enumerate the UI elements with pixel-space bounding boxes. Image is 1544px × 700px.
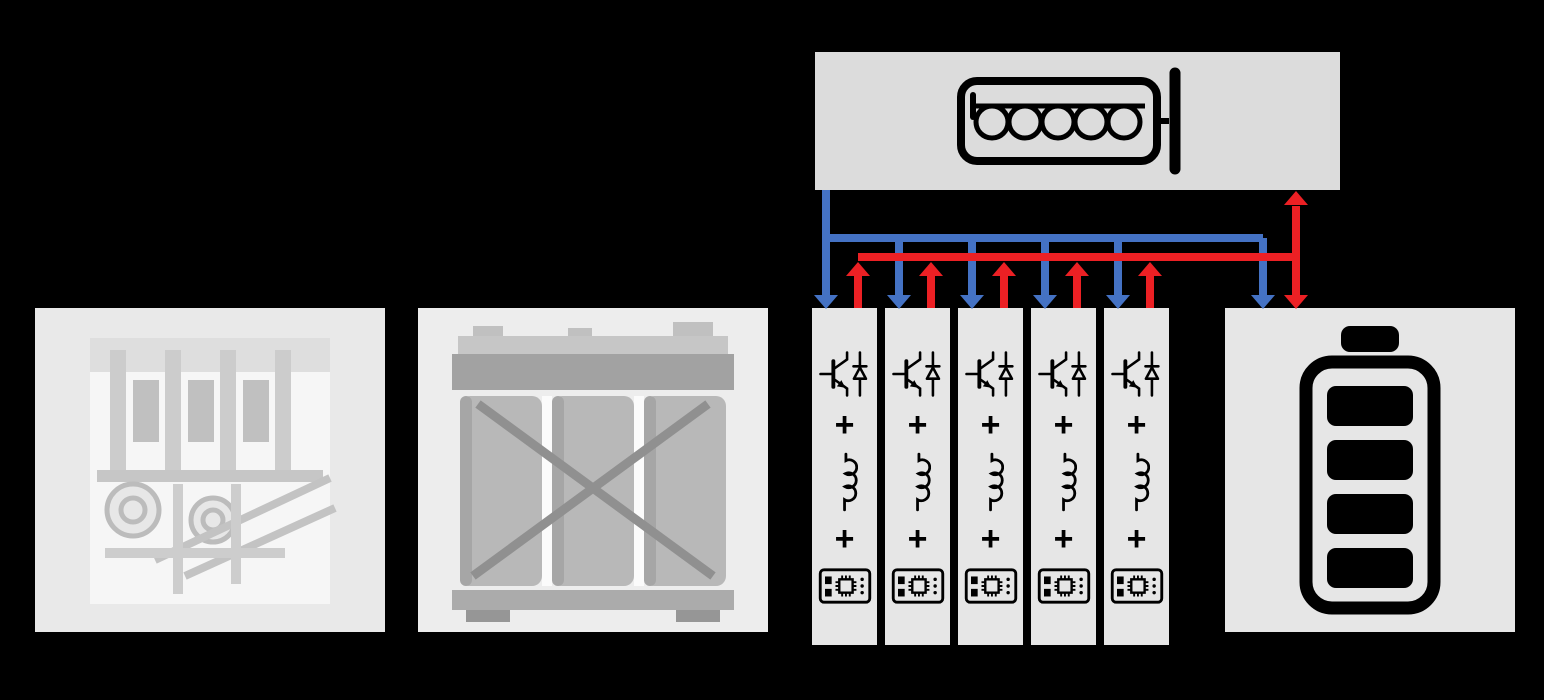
series-inductor-icon [1124, 452, 1150, 512]
arrow-up-icon [1138, 262, 1162, 276]
plus-sign: + [834, 520, 855, 558]
igbt-diode-icon [1036, 350, 1091, 398]
arrow-down-icon [1033, 295, 1057, 309]
igbt-diode-icon [890, 350, 945, 398]
control-board-icon [964, 566, 1018, 606]
arrow-down-icon [1106, 295, 1130, 309]
plus-sign: + [907, 520, 928, 558]
plus-sign: + [834, 406, 855, 444]
arrow-up-icon [1284, 191, 1308, 205]
arrow-up-icon [992, 262, 1016, 276]
arrow-up-icon [846, 262, 870, 276]
plus-sign: + [1126, 406, 1147, 444]
battery-icon [1295, 324, 1445, 616]
igbt-diode-icon [963, 350, 1018, 398]
control-board-icon [1110, 566, 1164, 606]
igbt-diode-icon [1109, 350, 1164, 398]
converter-module-2: + + [885, 308, 950, 645]
arrow-down-icon [1251, 295, 1275, 309]
converter-module-1: + + [812, 308, 877, 645]
red-flow-bus [846, 191, 1308, 309]
inductor-coil-icon [953, 65, 1203, 177]
transformer-photo [418, 308, 768, 632]
arrow-up-icon [919, 262, 943, 276]
grid-filter-box [815, 52, 1340, 190]
arrow-down-icon [1284, 295, 1308, 309]
arrow-down-icon [887, 295, 911, 309]
plus-sign: + [1053, 406, 1074, 444]
arrow-down-icon [960, 295, 984, 309]
series-inductor-icon [832, 452, 858, 512]
switchgear-image [35, 308, 385, 632]
series-inductor-icon [978, 452, 1004, 512]
plus-sign: + [1053, 520, 1074, 558]
transformer-image [418, 308, 768, 632]
blue-flow-bus [814, 190, 1275, 309]
arrow-down-icon [814, 295, 838, 309]
arrow-up-icon [1065, 262, 1089, 276]
converter-module-3: + + [958, 308, 1023, 645]
converter-module-4: + + [1031, 308, 1096, 645]
plus-sign: + [980, 520, 1001, 558]
igbt-diode-icon [817, 350, 872, 398]
control-board-icon [818, 566, 872, 606]
control-board-icon [1037, 566, 1091, 606]
switchgear-photo [35, 308, 385, 632]
plus-sign: + [1126, 520, 1147, 558]
series-inductor-icon [1051, 452, 1077, 512]
series-inductor-icon [905, 452, 931, 512]
plus-sign: + [907, 406, 928, 444]
control-board-icon [891, 566, 945, 606]
converter-module-5: + + [1104, 308, 1169, 645]
battery-box [1225, 308, 1515, 632]
plus-sign: + [980, 406, 1001, 444]
